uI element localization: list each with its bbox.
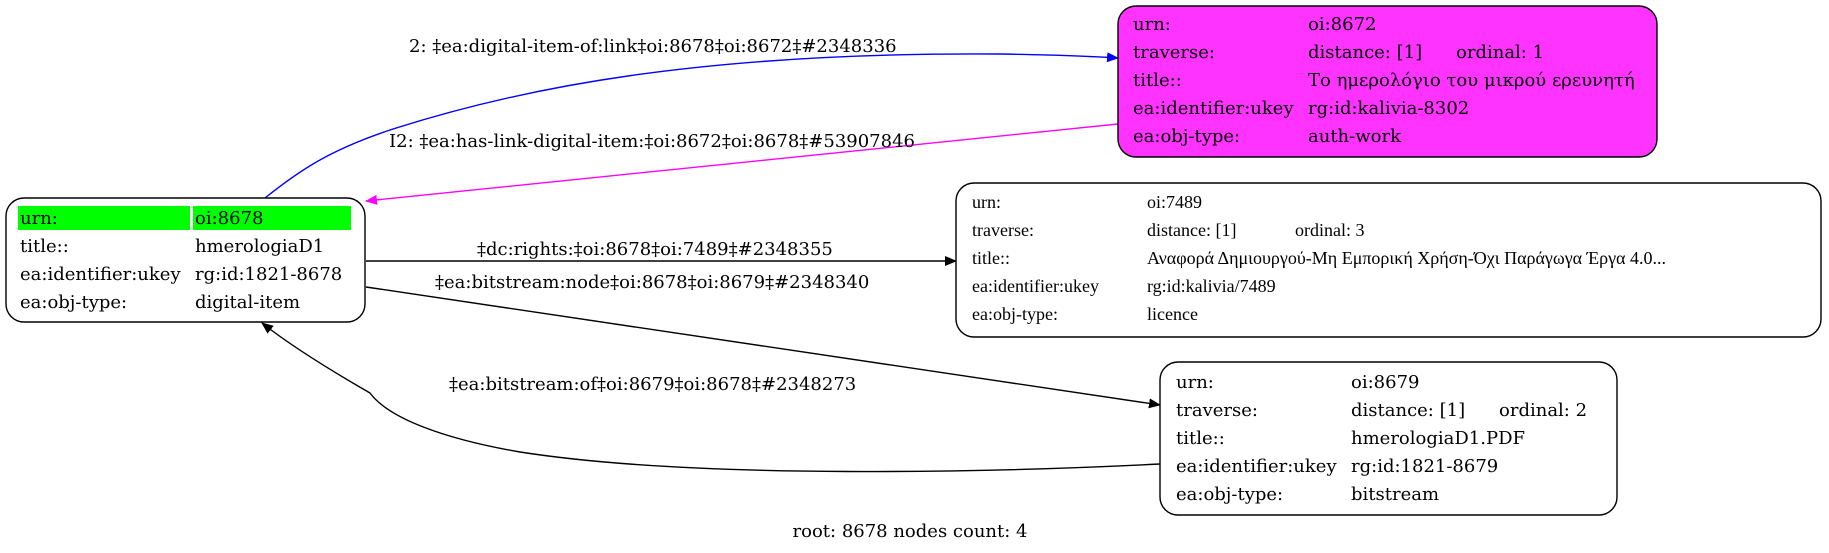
node-frame [955, 182, 1822, 338]
row-extra: ordinal: 1 [1456, 42, 1544, 63]
node-row: title::Το ημερολόγιο του μικρού ερευνητή [1133, 70, 1635, 91]
edge-label: ‡ea:bitstream:of‡oi:8679‡oi:8678‡#234827… [449, 374, 856, 395]
row-value: distance: [1] [1308, 42, 1422, 63]
highlight-cell-key [18, 206, 190, 230]
node-root-8678[interactable]: urn: oi:8678title::hmerologiaD1ea:identif… [5, 197, 366, 323]
row-value: bitstream [1351, 484, 1439, 505]
row-extra: ordinal: 3 [1295, 220, 1365, 240]
row-value: rg:id:1821-8679 [1351, 456, 1498, 477]
node-row: ea:obj-type: bitstream [1176, 484, 1439, 505]
node-row: urn: oi:8678 [20, 208, 263, 229]
row-key: title:: [1176, 428, 1225, 449]
node-8672[interactable]: urn: oi:8672 traverse: distance: [1] ordinal… [1117, 5, 1658, 158]
node-row: ea:identifier:ukey rg:id:1821-8678 [20, 264, 342, 285]
node-row: title::hmerologiaD1 [20, 236, 324, 257]
edge-path[interactable] [264, 52, 1119, 199]
row-value: oi:8672 [1308, 14, 1376, 35]
highlight-cell-value [193, 206, 351, 230]
row-extra: ordinal: 2 [1499, 400, 1587, 421]
node-row: urn: oi:8672 [1133, 14, 1376, 35]
row-value: Το ημερολόγιο του μικρού ερευνητή [1308, 70, 1635, 91]
edge-label: ‡ea:bitstream:node‡oi:8678‡oi:8679‡#2348… [435, 272, 869, 293]
row-value: oi:8678 [195, 208, 263, 229]
row-key: urn: [972, 192, 1001, 212]
row-value: distance: [1] [1147, 220, 1236, 240]
node-7489[interactable]: urn: oi:7489 traverse: distance: [1] ordinal… [955, 182, 1822, 338]
row-key: traverse: [1176, 400, 1258, 421]
row-key: urn: [20, 208, 58, 229]
edge-label: I2: ‡ea:has-link-digital-item:‡oi:8672‡o… [389, 131, 915, 152]
node-row: ea:obj-type: digital-item [20, 292, 300, 313]
edge-digital-item-of[interactable]: 2: ‡ea:digital-item-of:link‡oi:8678‡oi:8… [264, 36, 1119, 199]
row-key: urn: [1176, 372, 1214, 393]
node-rows: urn: oi:8672 traverse: distance: [1] ordinal… [1133, 14, 1635, 147]
node-frame [1159, 361, 1618, 516]
row-key: ea:obj-type: [20, 292, 127, 313]
edge-has-link-digital-item[interactable]: I2: ‡ea:has-link-digital-item:‡oi:8672‡o… [365, 123, 1119, 205]
row-key: ea:obj-type: [972, 304, 1058, 324]
row-key: ea:identifier:ukey [1133, 98, 1294, 119]
row-value: oi:7489 [1147, 192, 1202, 212]
node-row: urn: oi:7489 [972, 192, 1202, 212]
row-value: hmerologiaD1.PDF [1351, 428, 1525, 449]
row-value: auth-work [1308, 126, 1402, 147]
edge-label: ‡dc:rights:‡oi:8678‡oi:7489‡#2348355 [477, 239, 833, 260]
edge-path[interactable] [365, 123, 1119, 205]
graph-footer: root: 8678 nodes count: 4 [793, 521, 1028, 542]
row-key: ea:identifier:ukey [1176, 456, 1337, 477]
edge-dc-rights[interactable]: ‡dc:rights:‡oi:8678‡oi:7489‡#2348355 [366, 239, 957, 266]
edge-path[interactable] [261, 322, 1161, 473]
node-row: traverse: distance: [1] ordinal: 3 [972, 220, 1365, 240]
row-value: rg:id:kalivia/7489 [1147, 276, 1276, 296]
row-value: oi:8679 [1351, 372, 1419, 393]
row-key: ea:identifier:ukey [20, 264, 181, 285]
node-row: ea:obj-type: auth-work [1133, 126, 1402, 147]
node-row: title::hmerologiaD1.PDF [1176, 428, 1525, 449]
row-key: ea:obj-type: [1176, 484, 1283, 505]
row-key: ea:identifier:ukey [972, 276, 1099, 296]
node-row: ea:identifier:ukey rg:id:kalivia-8302 [1133, 98, 1469, 119]
edge-path[interactable] [365, 286, 1161, 409]
row-key: title:: [1133, 70, 1182, 91]
node-row: traverse: distance: [1] ordinal: 2 [1176, 400, 1587, 421]
node-rows: urn: oi:7489 traverse: distance: [1] ordinal… [972, 192, 1666, 324]
node-8679[interactable]: urn: oi:8679 traverse: distance: [1] ordinal… [1159, 361, 1618, 516]
row-key: traverse: [1133, 42, 1215, 63]
node-row: urn: oi:8679 [1176, 372, 1419, 393]
row-key: title:: [20, 236, 69, 257]
node-rows: urn: oi:8678title::hmerologiaD1ea:identif… [20, 208, 342, 313]
row-key: traverse: [972, 220, 1034, 240]
row-key: title:: [972, 248, 1010, 268]
row-value: distance: [1] [1351, 400, 1465, 421]
node-row: traverse: distance: [1] ordinal: 1 [1133, 42, 1544, 63]
node-row: ea:obj-type: licence [972, 304, 1198, 324]
row-value: licence [1147, 304, 1198, 324]
node-frame [1117, 5, 1658, 158]
row-value: hmerologiaD1 [195, 236, 324, 257]
row-key: urn: [1133, 14, 1171, 35]
edge-label: 2: ‡ea:digital-item-of:link‡oi:8678‡oi:8… [409, 36, 897, 57]
row-key: ea:obj-type: [1133, 126, 1240, 147]
edge-bitstream-node[interactable]: ‡ea:bitstream:node‡oi:8678‡oi:8679‡#2348… [365, 272, 1161, 409]
node-rows: urn: oi:8679 traverse: distance: [1] ordinal… [1176, 372, 1587, 505]
row-value: rg:id:kalivia-8302 [1308, 98, 1469, 119]
edge-bitstream-of[interactable]: ‡ea:bitstream:of‡oi:8679‡oi:8678‡#234827… [261, 322, 1161, 473]
row-value: Αναφορά Δημιουργού-Μη Εμπορική Χρήση-Όχι… [1147, 248, 1666, 268]
node-row: title::Αναφορά Δημιουργού-Μη Εμπορική Χρ… [972, 248, 1666, 268]
node-row: ea:identifier:ukey rg:id:kalivia/7489 [972, 276, 1276, 296]
row-value: rg:id:1821-8678 [195, 264, 342, 285]
row-value: digital-item [195, 292, 300, 313]
node-row: ea:identifier:ukey rg:id:1821-8679 [1176, 456, 1498, 477]
